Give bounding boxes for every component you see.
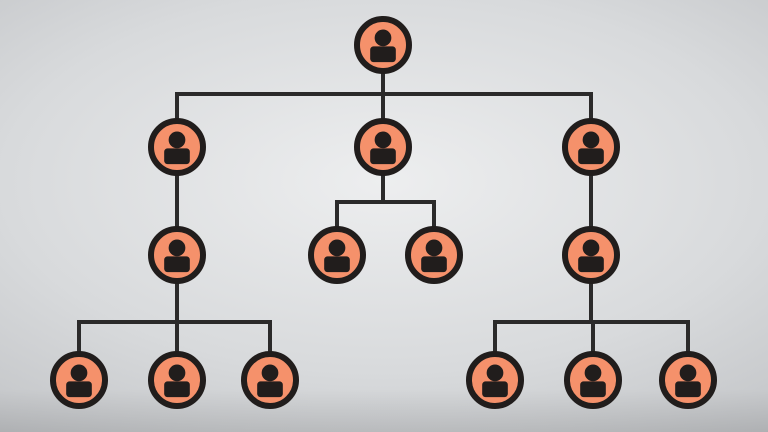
- person-icon: [580, 364, 606, 398]
- org-node-l3-left: [148, 226, 206, 284]
- org-node-l2-left: [148, 118, 206, 176]
- person-icon: [482, 364, 508, 398]
- org-node-l3-mid-a: [308, 226, 366, 284]
- connector-root-l2-left: [175, 45, 385, 147]
- person-icon: [578, 239, 604, 273]
- person-icon: [421, 239, 447, 273]
- org-node-l4-e: [564, 351, 622, 409]
- org-node-l2-right: [562, 118, 620, 176]
- person-icon: [164, 239, 190, 273]
- org-node-l4-f: [659, 351, 717, 409]
- org-node-l4-a: [50, 351, 108, 409]
- org-node-l4-d: [466, 351, 524, 409]
- org-node-l4-b: [148, 351, 206, 409]
- person-icon: [578, 131, 604, 165]
- person-icon: [164, 131, 190, 165]
- person-icon: [164, 364, 190, 398]
- person-icon: [66, 364, 92, 398]
- person-icon: [370, 131, 396, 165]
- org-node-root: [354, 16, 412, 74]
- org-node-l4-c: [241, 351, 299, 409]
- person-icon: [675, 364, 701, 398]
- person-icon: [257, 364, 283, 398]
- person-icon: [370, 29, 396, 63]
- connector-root-l2-right: [381, 45, 593, 147]
- person-icon: [324, 239, 350, 273]
- org-node-l3-mid-b: [405, 226, 463, 284]
- org-node-l3-right: [562, 226, 620, 284]
- org-node-l2-mid: [354, 118, 412, 176]
